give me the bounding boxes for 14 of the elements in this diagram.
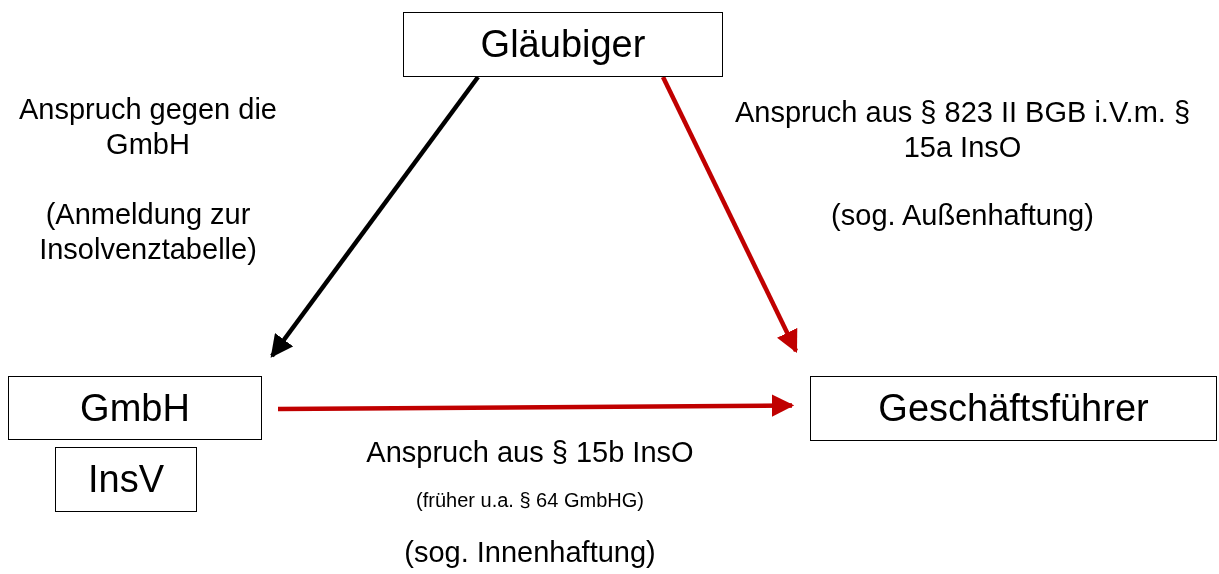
arrow [270, 75, 480, 358]
arrow [660, 76, 799, 353]
entity-box: GmbH [8, 376, 262, 440]
entity-box: Gläubiger [403, 12, 723, 77]
annotation-text: (sog. Innenhaftung) [403, 535, 657, 570]
arrow [278, 394, 795, 417]
entity-box: InsV [55, 447, 197, 512]
entity-box: Geschäftsführer [810, 376, 1217, 441]
annotation-text: Anspruch aus § 15b InsO [365, 435, 695, 470]
annotation-text: (früher u.a. § 64 GmbHG) [415, 488, 645, 512]
annotation-text: Anspruch aus § 823 II BGB i.V.m. § 15a InsO [733, 95, 1192, 165]
annotation-text: (sog. Außenhaftung) [830, 198, 1095, 233]
annotation-text: Anspruch gegen die GmbH [18, 92, 278, 162]
annotation-text: (Anmeldung zur Insolvenztabelle) [38, 197, 258, 267]
